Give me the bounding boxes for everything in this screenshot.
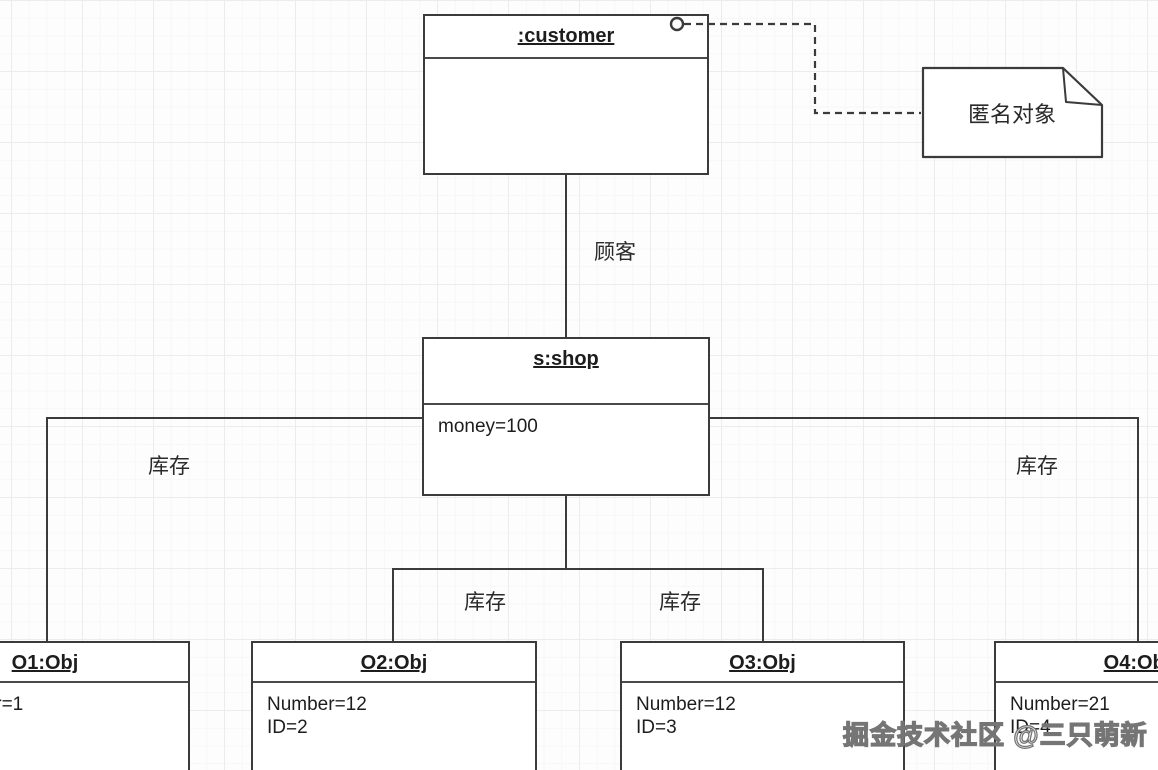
object-body-o4: Number=21 ID=4 [996, 683, 1158, 749]
object-node-shop: s:shop money=100 [422, 337, 710, 496]
note-dashed-link [684, 22, 921, 115]
object-body-o2: Number=12 ID=2 [253, 683, 535, 749]
attribute-line-id: ID=3 [636, 717, 677, 738]
object-body-shop: money=100 [424, 405, 708, 448]
object-node-o1: O1:Obj Number=1 [0, 641, 190, 770]
attribute-line-money: money=100 [438, 416, 538, 437]
attribute-line-number: Number=1 [0, 694, 24, 715]
connector-shop-o2-o3 [392, 568, 764, 641]
edge-label-inventory-o1: 库存 [148, 455, 190, 478]
watermark-text: 掘金技术社区 @三只萌新 [842, 719, 1148, 750]
object-title-o4: O4:Obj [996, 643, 1158, 683]
object-node-o2: O2:Obj Number=12 ID=2 [251, 641, 537, 770]
edge-label-inventory-o3: 库存 [659, 591, 701, 614]
attribute-line-number: Number=21 [1010, 694, 1110, 715]
object-node-customer: :customer [423, 14, 709, 175]
object-title-customer: :customer [425, 16, 707, 59]
edge-label-inventory-o2: 库存 [464, 591, 506, 614]
object-title-o2: O2:Obj [253, 643, 535, 683]
attribute-line-number: Number=12 [267, 694, 367, 715]
object-node-o4: O4:Obj Number=21 ID=4 [994, 641, 1158, 770]
connector-shop-o1 [46, 417, 422, 641]
attribute-line-id: ID=2 [267, 717, 308, 738]
object-title-shop: s:shop [424, 339, 708, 405]
attribute-line-id: ID=4 [1010, 717, 1051, 738]
object-body-customer [425, 59, 707, 79]
edge-label-inventory-o4: 库存 [1016, 455, 1058, 478]
connector-shop-o4 [710, 417, 1139, 641]
object-body-o1: Number=1 [0, 683, 188, 726]
object-title-o1: O1:Obj [0, 643, 188, 683]
object-node-o3: O3:Obj Number=12 ID=3 [620, 641, 905, 770]
edge-label-customer: 顾客 [594, 241, 636, 264]
attribute-line-number: Number=12 [636, 694, 736, 715]
note-label: 匿名对象 [967, 101, 1056, 127]
object-title-o3: O3:Obj [622, 643, 903, 683]
object-body-o3: Number=12 ID=3 [622, 683, 903, 749]
